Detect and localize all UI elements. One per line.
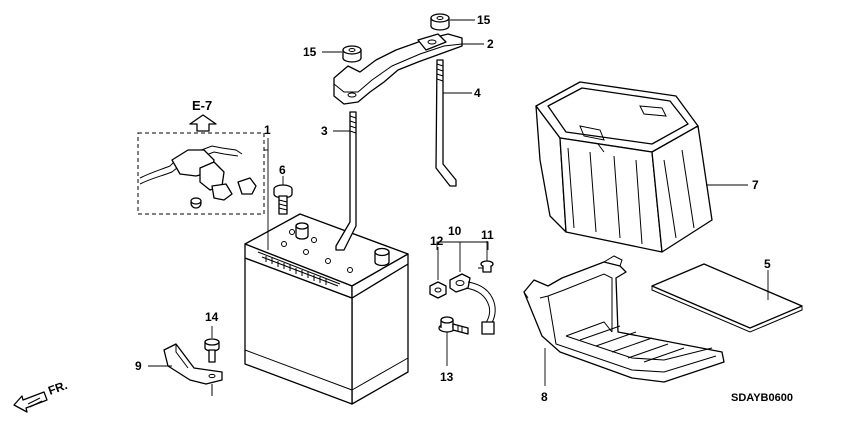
callout-15-left[interactable]: 15 <box>303 45 317 59</box>
callout-9[interactable]: 9 <box>135 359 142 373</box>
callout-3[interactable]: 3 <box>321 124 328 138</box>
flange-bolt[interactable] <box>438 316 469 335</box>
callout-7[interactable]: 7 <box>752 178 759 192</box>
callout-1[interactable]: 1 <box>264 123 271 137</box>
flange-nut-left[interactable] <box>342 45 362 63</box>
callout-2[interactable]: 2 <box>487 37 494 51</box>
front-label: FR. <box>46 378 69 398</box>
bracket-bolt[interactable] <box>204 338 220 396</box>
front-arrow-icon <box>13 391 48 413</box>
callout-8[interactable]: 6 <box>279 163 286 177</box>
battery-tray[interactable] <box>523 255 725 383</box>
reference-arrow-icon[interactable] <box>189 114 217 132</box>
battery-box[interactable] <box>535 81 713 253</box>
callout-13[interactable]: 13 <box>440 370 454 384</box>
ground-cable[interactable] <box>449 273 496 335</box>
harness-inset-drawing <box>139 145 257 209</box>
flange-nut-right[interactable] <box>430 13 450 31</box>
callout-12[interactable]: 12 <box>430 234 444 248</box>
callout-5[interactable]: 5 <box>764 257 771 271</box>
callout-15-right[interactable]: 15 <box>477 13 491 27</box>
leader-10-bracket <box>436 241 489 250</box>
callout-11[interactable]: 11 <box>481 228 494 242</box>
diagram-code: SDAYB0600 <box>731 392 793 404</box>
reference-label[interactable]: E-7 <box>192 98 212 113</box>
callout-6[interactable]: 8 <box>541 390 548 404</box>
front-direction-indicator: FR. <box>13 378 69 413</box>
callout-4[interactable]: 4 <box>474 86 481 100</box>
hold-down-bracket[interactable] <box>163 343 223 385</box>
reference-e7-group[interactable]: E-7 <box>189 98 217 132</box>
callout-10[interactable]: 10 <box>448 224 462 238</box>
cable-bolt[interactable] <box>478 260 494 273</box>
battery-setting-plate[interactable] <box>333 33 463 105</box>
terminal-bolt[interactable] <box>273 184 293 215</box>
harness-inset-box <box>137 132 265 215</box>
battery-pad[interactable] <box>651 263 803 333</box>
cable-nut[interactable] <box>429 281 447 299</box>
battery[interactable] <box>244 213 409 405</box>
battery-hold-bolt[interactable] <box>335 111 357 251</box>
callout-14[interactable]: 14 <box>205 310 219 324</box>
battery-setting-bolt[interactable] <box>435 59 457 187</box>
